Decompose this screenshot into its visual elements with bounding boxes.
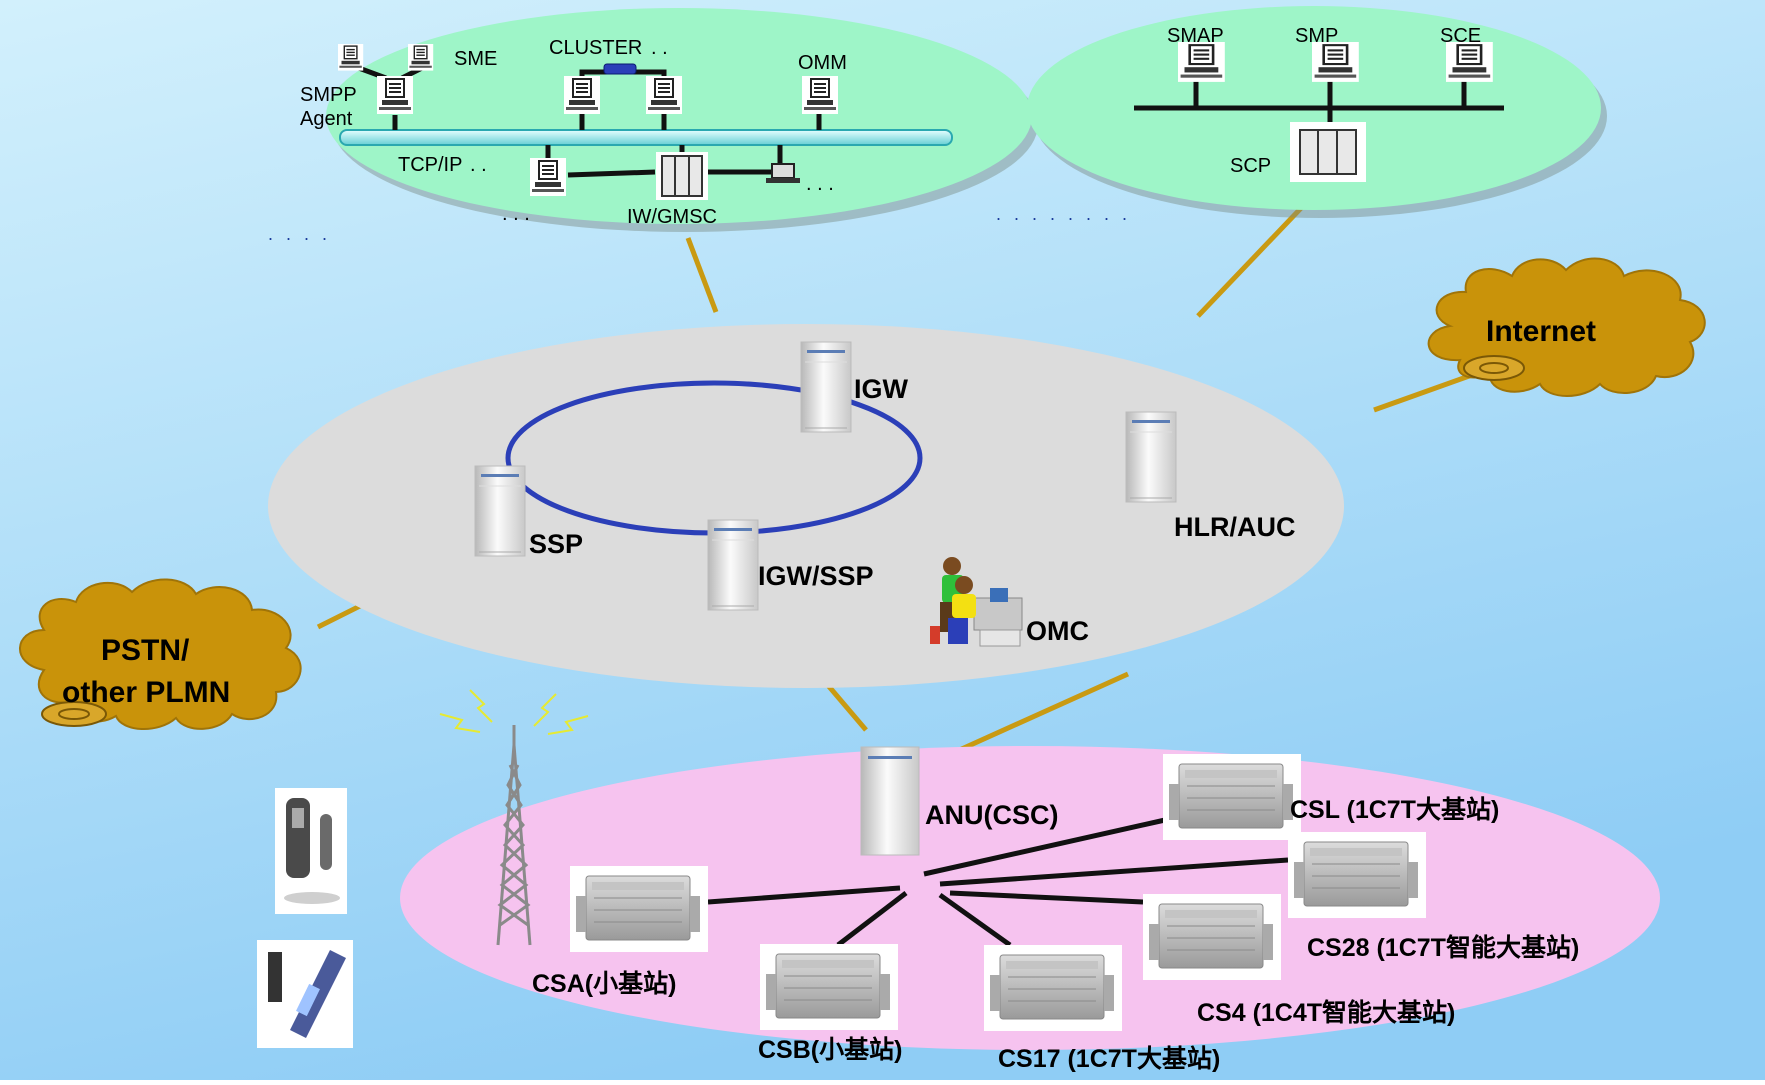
sce-workstation-icon [1444,40,1495,84]
igw-ssp-rack-icon [707,519,759,611]
scp-label: SCP [1230,155,1271,177]
csl-base-station-icon [1162,753,1302,841]
link-internet-core [1373,372,1473,413]
ssp-label: SSP [529,529,583,559]
link-anu-cs28 [939,857,1289,887]
smpp-agent-label: Agent [300,108,353,130]
anu-rack-icon [860,746,920,856]
sce-label: SCE [1440,25,1481,47]
cluster-label: CLUSTER [549,37,642,59]
smp-workstation-icon [1310,40,1361,84]
mobile-phone-icon [275,788,347,914]
access-network: ANU(CSC) CSL (1C7T大基站) CS28 (1C7T智能大基站) … [400,746,1660,1073]
sme-workstation-icon [337,43,364,72]
cs28-base-station-icon [1287,831,1427,919]
cs4-label: CS4 (1C4T智能大基站) [1197,998,1455,1027]
cluster-dots: . . [651,37,668,59]
tcpip-dots: . . [470,154,487,176]
link-omc-anu [953,671,1130,755]
iw-gmsc-rack-icon [656,152,708,200]
igw-label: IGW [854,374,909,404]
igw-rack-icon [800,341,852,433]
cs17-label: CS17 (1C7T大基站) [998,1045,1220,1073]
dots: . . . [502,203,530,225]
internet-label: Internet [1486,315,1596,348]
cluster-server-icon [645,75,683,115]
link-anu-cs4 [949,890,1144,905]
cluster-switch-icon [603,63,637,75]
link-anu-cs17 [938,892,1012,948]
link-anu-csb [836,891,908,947]
internet-cloud: Internet [1427,257,1706,397]
link-anu-csa [707,885,901,905]
dots: . . . . . . . . [996,204,1131,224]
csb-base-station-icon [759,943,899,1031]
link-anu-csl [923,817,1166,877]
smpp-agent-label: SMPP [300,84,357,106]
dots: . . . . [268,224,331,244]
omm-label: OMM [798,52,847,74]
link-service-core [685,237,719,313]
hlr-auc-rack-icon [1125,411,1177,503]
sme-workstation-icon [407,43,434,72]
tcpip-label: TCP/IP [398,154,462,176]
sme-label: SME [454,48,497,70]
csl-label: CSL (1C7T大基站) [1290,796,1499,824]
smap-label: SMAP [1167,25,1224,47]
omm-server-icon [801,75,839,115]
igw-ssp-label: IGW/SSP [758,561,874,591]
link-scp-core [1196,203,1306,318]
smap-workstation-icon [1176,40,1227,84]
pstn-label: PSTN/ [101,634,190,667]
tcpip-bus [339,129,953,146]
laptop-icon [766,163,800,183]
cs4-base-station-icon [1142,893,1282,981]
dots: . . . [806,173,834,195]
cs28-label: CS28 (1C7T智能大基站) [1307,933,1579,962]
omc-operators-icon [930,557,1023,647]
intelligent-network: SMAP SMP SCE SCP [1027,6,1607,218]
smp-label: SMP [1295,25,1338,47]
anu-label: ANU(CSC) [925,800,1058,830]
link-core-anu [824,681,868,732]
hlr-auc-label: HLR/AUC [1174,512,1296,542]
omc-label: OMC [1026,616,1089,646]
cluster-server-icon [563,75,601,115]
core-network: IGW SSP IGW/SSP HLR/AUC OMC [268,324,1344,688]
server-icon [529,157,567,197]
antenna-tower-icon [439,689,589,946]
other-plmn-label: other PLMN [62,676,230,709]
cs17-base-station-icon [983,944,1123,1032]
iw-gmsc-label: IW/GMSC [627,206,717,228]
pstn-cloud: PSTN/ other PLMN [19,578,302,731]
smpp-agent-server-icon [376,75,414,115]
csb-label: CSB(小基站) [758,1036,902,1064]
sms-service-network: SME SMPP Agent CLUSTER . . OMM TCP/IP . … [300,8,1038,232]
csa-base-station-icon [569,865,709,953]
ssp-rack-icon [474,465,526,557]
flip-phone-icon [257,940,353,1048]
scp-rack-icon [1290,122,1366,182]
csa-label: CSA(小基站) [532,970,676,998]
